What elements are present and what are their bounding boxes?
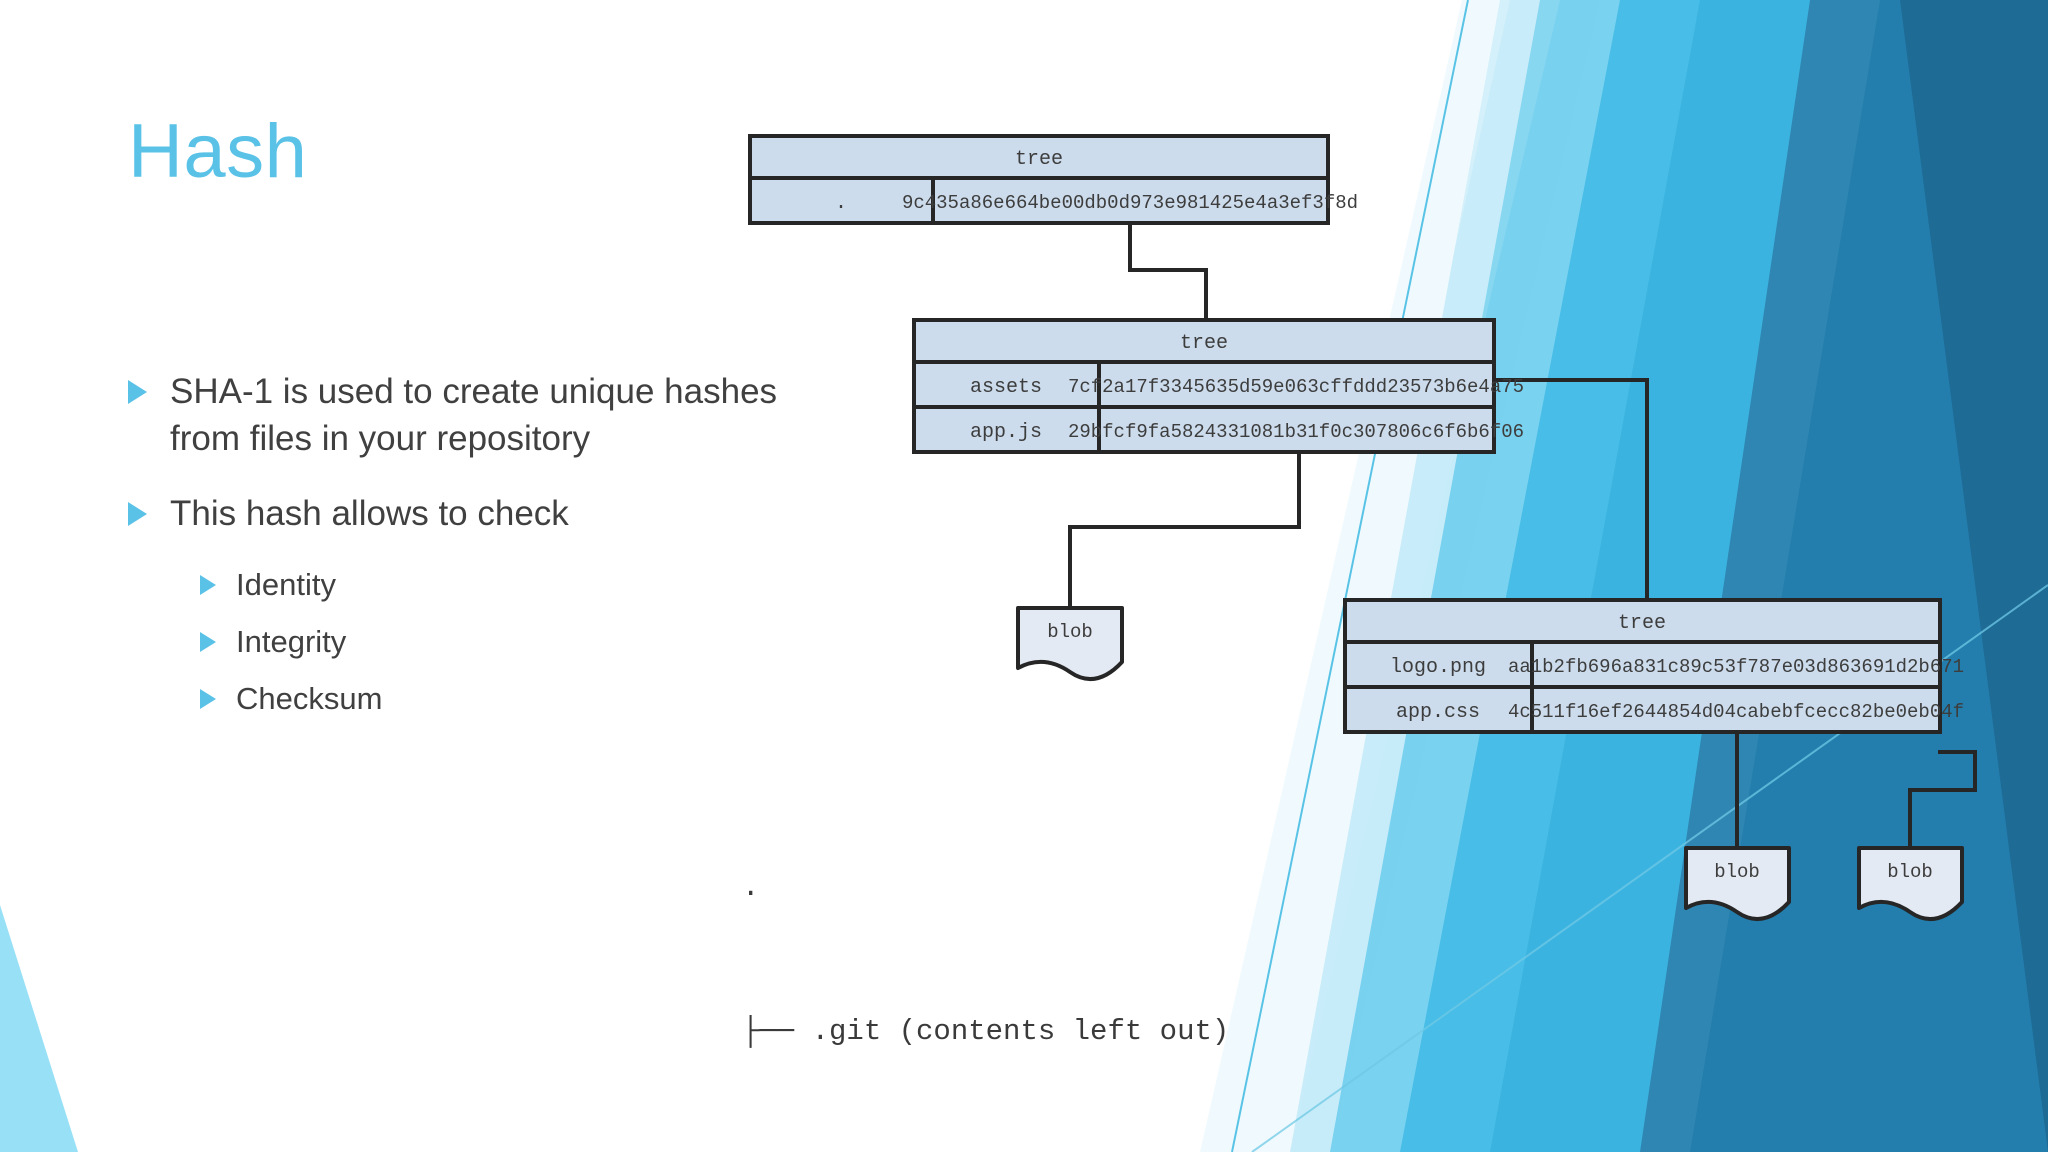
blob-node-logopng: blob (1684, 846, 1791, 921)
tree2-row1-name: app.js (970, 421, 1042, 444)
sub-bullet-item-integrity: Integrity (200, 622, 848, 662)
tree2-row1-name-cell (912, 405, 1101, 454)
tree-node-level2: tree assets 7cf2a17f3345635d59e063cffddd… (912, 318, 1524, 454)
tree3-row1-name-cell (1343, 685, 1534, 734)
tree2-row0-name-cell (912, 360, 1101, 409)
tree3-row0-name: logo.png (1390, 656, 1486, 679)
bullet-item-2: This hash allows to check (128, 490, 848, 537)
tree-root-row0-name-cell (748, 176, 935, 225)
sub-bullet-list: Identity Integrity Checksum (200, 565, 848, 719)
bullet-text: This hash allows to check (170, 494, 569, 533)
bg-shape-pale-2 (1200, 0, 1500, 1152)
page-title: Hash (128, 109, 308, 194)
bg-hairline-1 (1231, 0, 1469, 1152)
bg-hairline-2 (1251, 584, 2048, 1152)
tree3-row1-name: app.css (1396, 701, 1480, 724)
connector-tree3-to-blob-appcss (1908, 750, 1977, 847)
tree-root-header-cell (748, 134, 1330, 180)
bullet-item-1: SHA-1 is used to create unique hashes fr… (128, 368, 848, 462)
tree-root-row0-hash-cell (931, 176, 1330, 225)
connector-tree2-to-tree3 (1492, 378, 1649, 602)
bg-shape-blue-mid-2 (1330, 0, 1700, 1152)
bullet-list: SHA-1 is used to create unique hashes fr… (128, 368, 848, 736)
dir-line-root: . (742, 871, 760, 904)
bg-shape-cyan (1255, 0, 1620, 1152)
triangle-bullet-icon (128, 380, 147, 404)
tree2-row0-hash-cell (1097, 360, 1496, 409)
bg-shape-blue-mid (1290, 0, 1810, 1152)
connector-root-to-tree2 (1128, 221, 1208, 322)
triangle-bullet-icon (200, 575, 216, 595)
tree3-row0-name-cell (1343, 640, 1534, 689)
blob-label: blob (1887, 861, 1933, 883)
blob-shape (1857, 846, 1964, 921)
blob-shape (1684, 846, 1791, 921)
triangle-bullet-icon (200, 632, 216, 652)
connector-tree2-to-blob-appjs (1068, 450, 1301, 607)
tree2-row0-hash: 7cf2a17f3345635d59e063cffddd23573b6e4a75 (1068, 376, 1524, 398)
tree-node-assets: tree logo.png aa1b2fb696a831c89c53f787e0… (1343, 598, 1964, 734)
tree-root-header-label: tree (1015, 148, 1063, 171)
tree3-row1-hash-cell (1530, 685, 1942, 734)
tree3-header-cell (1343, 598, 1942, 644)
bg-shape-navy (1690, 0, 2048, 1152)
sub-bullet-text: Identity (236, 567, 336, 602)
bg-shape-bottom-left (0, 905, 78, 1152)
sub-bullet-item-checksum: Checksum (200, 679, 848, 719)
tree2-row0-name: assets (970, 376, 1042, 399)
sub-bullet-item-identity: Identity (200, 565, 848, 605)
tree3-header-label: tree (1618, 612, 1666, 635)
tree2-header-cell (912, 318, 1496, 364)
tree3-row0-hash-cell (1530, 640, 1942, 689)
triangle-bullet-icon (128, 502, 147, 526)
blob-node-appcss: blob (1857, 846, 1964, 921)
bullet-text: SHA-1 is used to create unique hashes fr… (170, 372, 778, 458)
directory-tree-listing: . ├── .git (contents left out) ├── asset… (742, 768, 1229, 1152)
blob-label: blob (1047, 621, 1093, 643)
bg-shape-pale (1215, 0, 1540, 1152)
tree2-row1-hash-cell (1097, 405, 1496, 454)
blob-node-appjs: blob (1016, 606, 1124, 681)
sub-bullet-text: Checksum (236, 681, 383, 716)
tree-root-row0-hash: 9c435a86e664be00db0d973e981425e4a3ef3f8d (902, 192, 1358, 214)
blob-label: blob (1714, 861, 1760, 883)
tree-root-row0-name: . (835, 192, 847, 215)
dir-line-git: ├── .git (contents left out) (742, 1015, 1230, 1048)
tree2-header-label: tree (1180, 332, 1228, 355)
tree-node-root: tree . 9c435a86e664be00db0d973e981425e4a… (748, 134, 1358, 225)
tree2-row1-hash: 29bfcf9fa5824331081b31f0c307806c6f6b6f06 (1068, 421, 1524, 443)
blob-shape (1016, 606, 1124, 681)
tree3-row0-hash: aa1b2fb696a831c89c53f787e03d863691d2b671 (1508, 656, 1964, 678)
bg-shape-navy-2 (1560, 0, 2048, 1152)
tree3-row1-hash: 4c511f16ef2644854d04cabebfcecc82be0eb04f (1508, 701, 1964, 723)
sub-bullet-text: Integrity (236, 624, 347, 659)
triangle-bullet-icon (200, 689, 216, 709)
